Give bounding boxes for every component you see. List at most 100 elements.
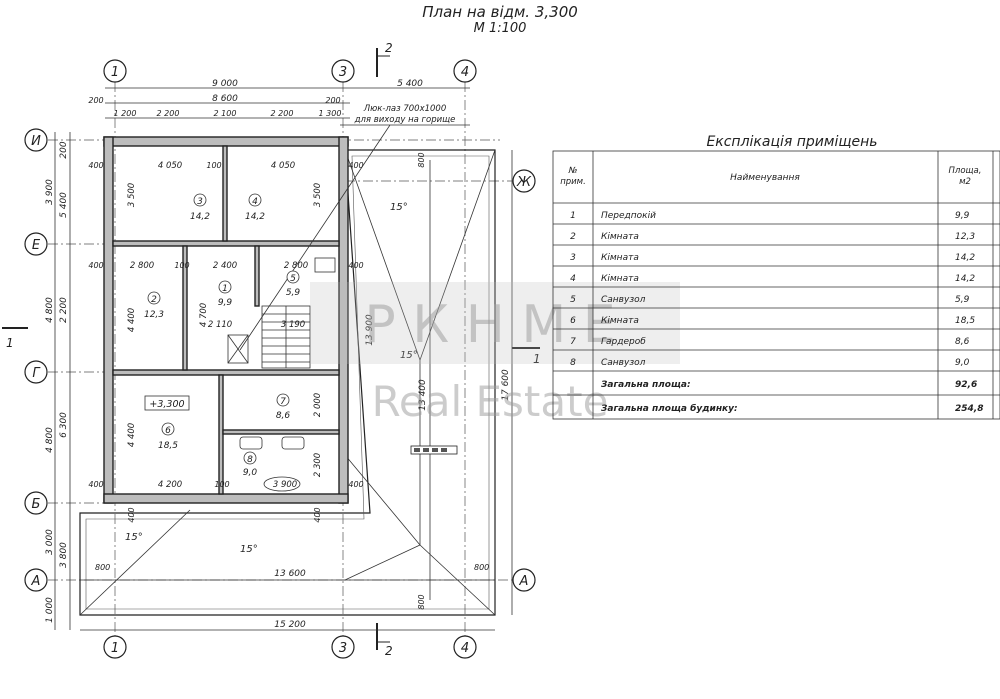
svg-text:3 000: 3 000 [45, 529, 55, 555]
svg-text:8: 8 [570, 358, 576, 368]
svg-text:1: 1 [222, 284, 228, 294]
section-mark-left-label: 1 [6, 336, 14, 350]
svg-text:2 110: 2 110 [208, 320, 232, 330]
svg-text:14,2: 14,2 [955, 274, 975, 284]
svg-text:2 000: 2 000 [313, 393, 323, 417]
svg-text:А: А [31, 574, 41, 589]
room-marker-3: 3 14,2 [190, 193, 210, 222]
svg-text:Б: Б [32, 497, 41, 512]
svg-text:18,5: 18,5 [158, 441, 178, 451]
svg-text:2: 2 [570, 232, 576, 242]
table-row: 8 Санвузол 9,0 [570, 358, 969, 368]
svg-text:4 800: 4 800 [45, 427, 55, 453]
svg-text:200: 200 [59, 141, 69, 158]
svg-text:Загальна площа:: Загальна площа: [601, 380, 691, 390]
svg-text:3 500: 3 500 [127, 183, 137, 207]
axis-bubble-row-g: Г [24, 360, 48, 384]
axis-bubble-row-i: И [24, 128, 48, 152]
svg-text:Площа,: Площа, [949, 166, 982, 176]
svg-text:14,2: 14,2 [955, 253, 975, 263]
axis-bubble-col-1-top: 1 [103, 59, 127, 83]
svg-text:4 400: 4 400 [127, 423, 137, 447]
svg-text:Загальна площа будинку:: Загальна площа будинку: [601, 403, 738, 414]
svg-text:Гардероб: Гардероб [601, 337, 646, 347]
svg-text:15°: 15° [390, 202, 408, 213]
section-mark-top-label: 2 [385, 41, 393, 55]
svg-text:Кімната: Кімната [601, 253, 639, 263]
svg-text:3 190: 3 190 [281, 320, 305, 330]
svg-text:5,9: 5,9 [955, 295, 970, 305]
section-mark-bottom: 2 [376, 623, 393, 658]
svg-text:4 400: 4 400 [127, 308, 137, 332]
svg-text:6: 6 [570, 316, 576, 326]
svg-text:800: 800 [474, 563, 489, 572]
svg-text:4 700: 4 700 [199, 303, 209, 327]
svg-text:200: 200 [325, 96, 340, 105]
svg-text:13 600: 13 600 [274, 569, 306, 579]
svg-text:400: 400 [313, 507, 322, 522]
roof-vent-symbol [410, 445, 458, 455]
svg-text:м2: м2 [959, 177, 971, 187]
table-total-row: Загальна площа: 92,6 [601, 380, 977, 390]
svg-text:400: 400 [348, 161, 363, 170]
room-dimensions: 4 050 4 050 100 400 400 2 800 2 400 2 80… [88, 161, 363, 523]
svg-text:1 000: 1 000 [45, 597, 55, 623]
svg-text:6: 6 [165, 426, 171, 436]
svg-text:№: № [568, 166, 578, 176]
svg-text:3 800: 3 800 [59, 542, 69, 568]
svg-text:3: 3 [197, 197, 203, 207]
svg-text:400: 400 [88, 161, 103, 170]
axis-bubble-col-3-top: 3 [331, 59, 355, 83]
exterior-walls [103, 136, 349, 504]
level-mark: +3,300 [144, 395, 190, 411]
svg-text:400: 400 [127, 507, 136, 522]
axis-bubble-col-4-bottom: 4 [453, 635, 477, 659]
svg-text:1: 1 [111, 641, 119, 656]
svg-text:254,8: 254,8 [955, 404, 983, 414]
svg-text:9 000: 9 000 [212, 79, 238, 89]
room-marker-5: 5 5,9 [286, 270, 300, 298]
svg-text:12,3: 12,3 [144, 310, 164, 320]
svg-text:2 200: 2 200 [271, 109, 294, 118]
svg-text:4: 4 [461, 641, 469, 656]
room-marker-8: 8 9,0 [243, 451, 257, 478]
svg-text:Передпокій: Передпокій [601, 211, 656, 221]
svg-text:2 200: 2 200 [59, 297, 69, 323]
plan-title: План на відм. 3,300 [422, 3, 578, 21]
table-building-total-row: Загальна площа будинку: 254,8 [601, 403, 983, 414]
svg-text:2 100: 2 100 [214, 109, 237, 118]
svg-text:Е: Е [32, 238, 41, 253]
svg-text:800: 800 [95, 563, 110, 572]
roof-outline: 15° 15° 15° 15° 13 900 13 400 17 600 800… [79, 149, 513, 631]
svg-text:3: 3 [570, 253, 576, 263]
svg-text:+3,300: +3,300 [149, 399, 184, 410]
svg-text:5: 5 [570, 295, 576, 305]
svg-text:9,9: 9,9 [218, 298, 233, 308]
svg-text:3: 3 [339, 65, 347, 80]
svg-text:15°: 15° [125, 532, 143, 543]
svg-text:4 200: 4 200 [158, 480, 182, 490]
table-row: 7 Гардероб 8,6 [570, 337, 969, 347]
svg-text:Г: Г [32, 366, 41, 381]
attic-hatch: Люк-лаз 700х1000 для виходу на горище [227, 104, 470, 364]
watermark-line1: Р К Н М Е [364, 295, 615, 355]
axis-bubble-col-3-bottom: 3 [331, 635, 355, 659]
svg-text:4 050: 4 050 [271, 161, 295, 171]
room-marker-2: 2 12,3 [144, 291, 164, 320]
section-mark-top: 2 [376, 41, 393, 77]
axis-bubble-row-a-right: А [512, 568, 536, 592]
svg-text:4: 4 [252, 197, 258, 207]
svg-text:Кімната: Кімната [601, 232, 639, 242]
svg-text:8: 8 [247, 455, 253, 465]
table-row: 1 Передпокій 9,9 [570, 211, 969, 221]
svg-text:100: 100 [206, 161, 221, 170]
svg-text:3 500: 3 500 [313, 183, 323, 207]
svg-text:5 400: 5 400 [397, 79, 423, 89]
svg-text:15°: 15° [400, 350, 418, 361]
svg-text:2 800: 2 800 [130, 261, 154, 271]
hatch-note-line2: для виходу на горище [354, 115, 456, 125]
svg-text:5: 5 [290, 274, 296, 284]
svg-text:А: А [519, 574, 529, 589]
bathroom-fixtures [239, 257, 336, 492]
